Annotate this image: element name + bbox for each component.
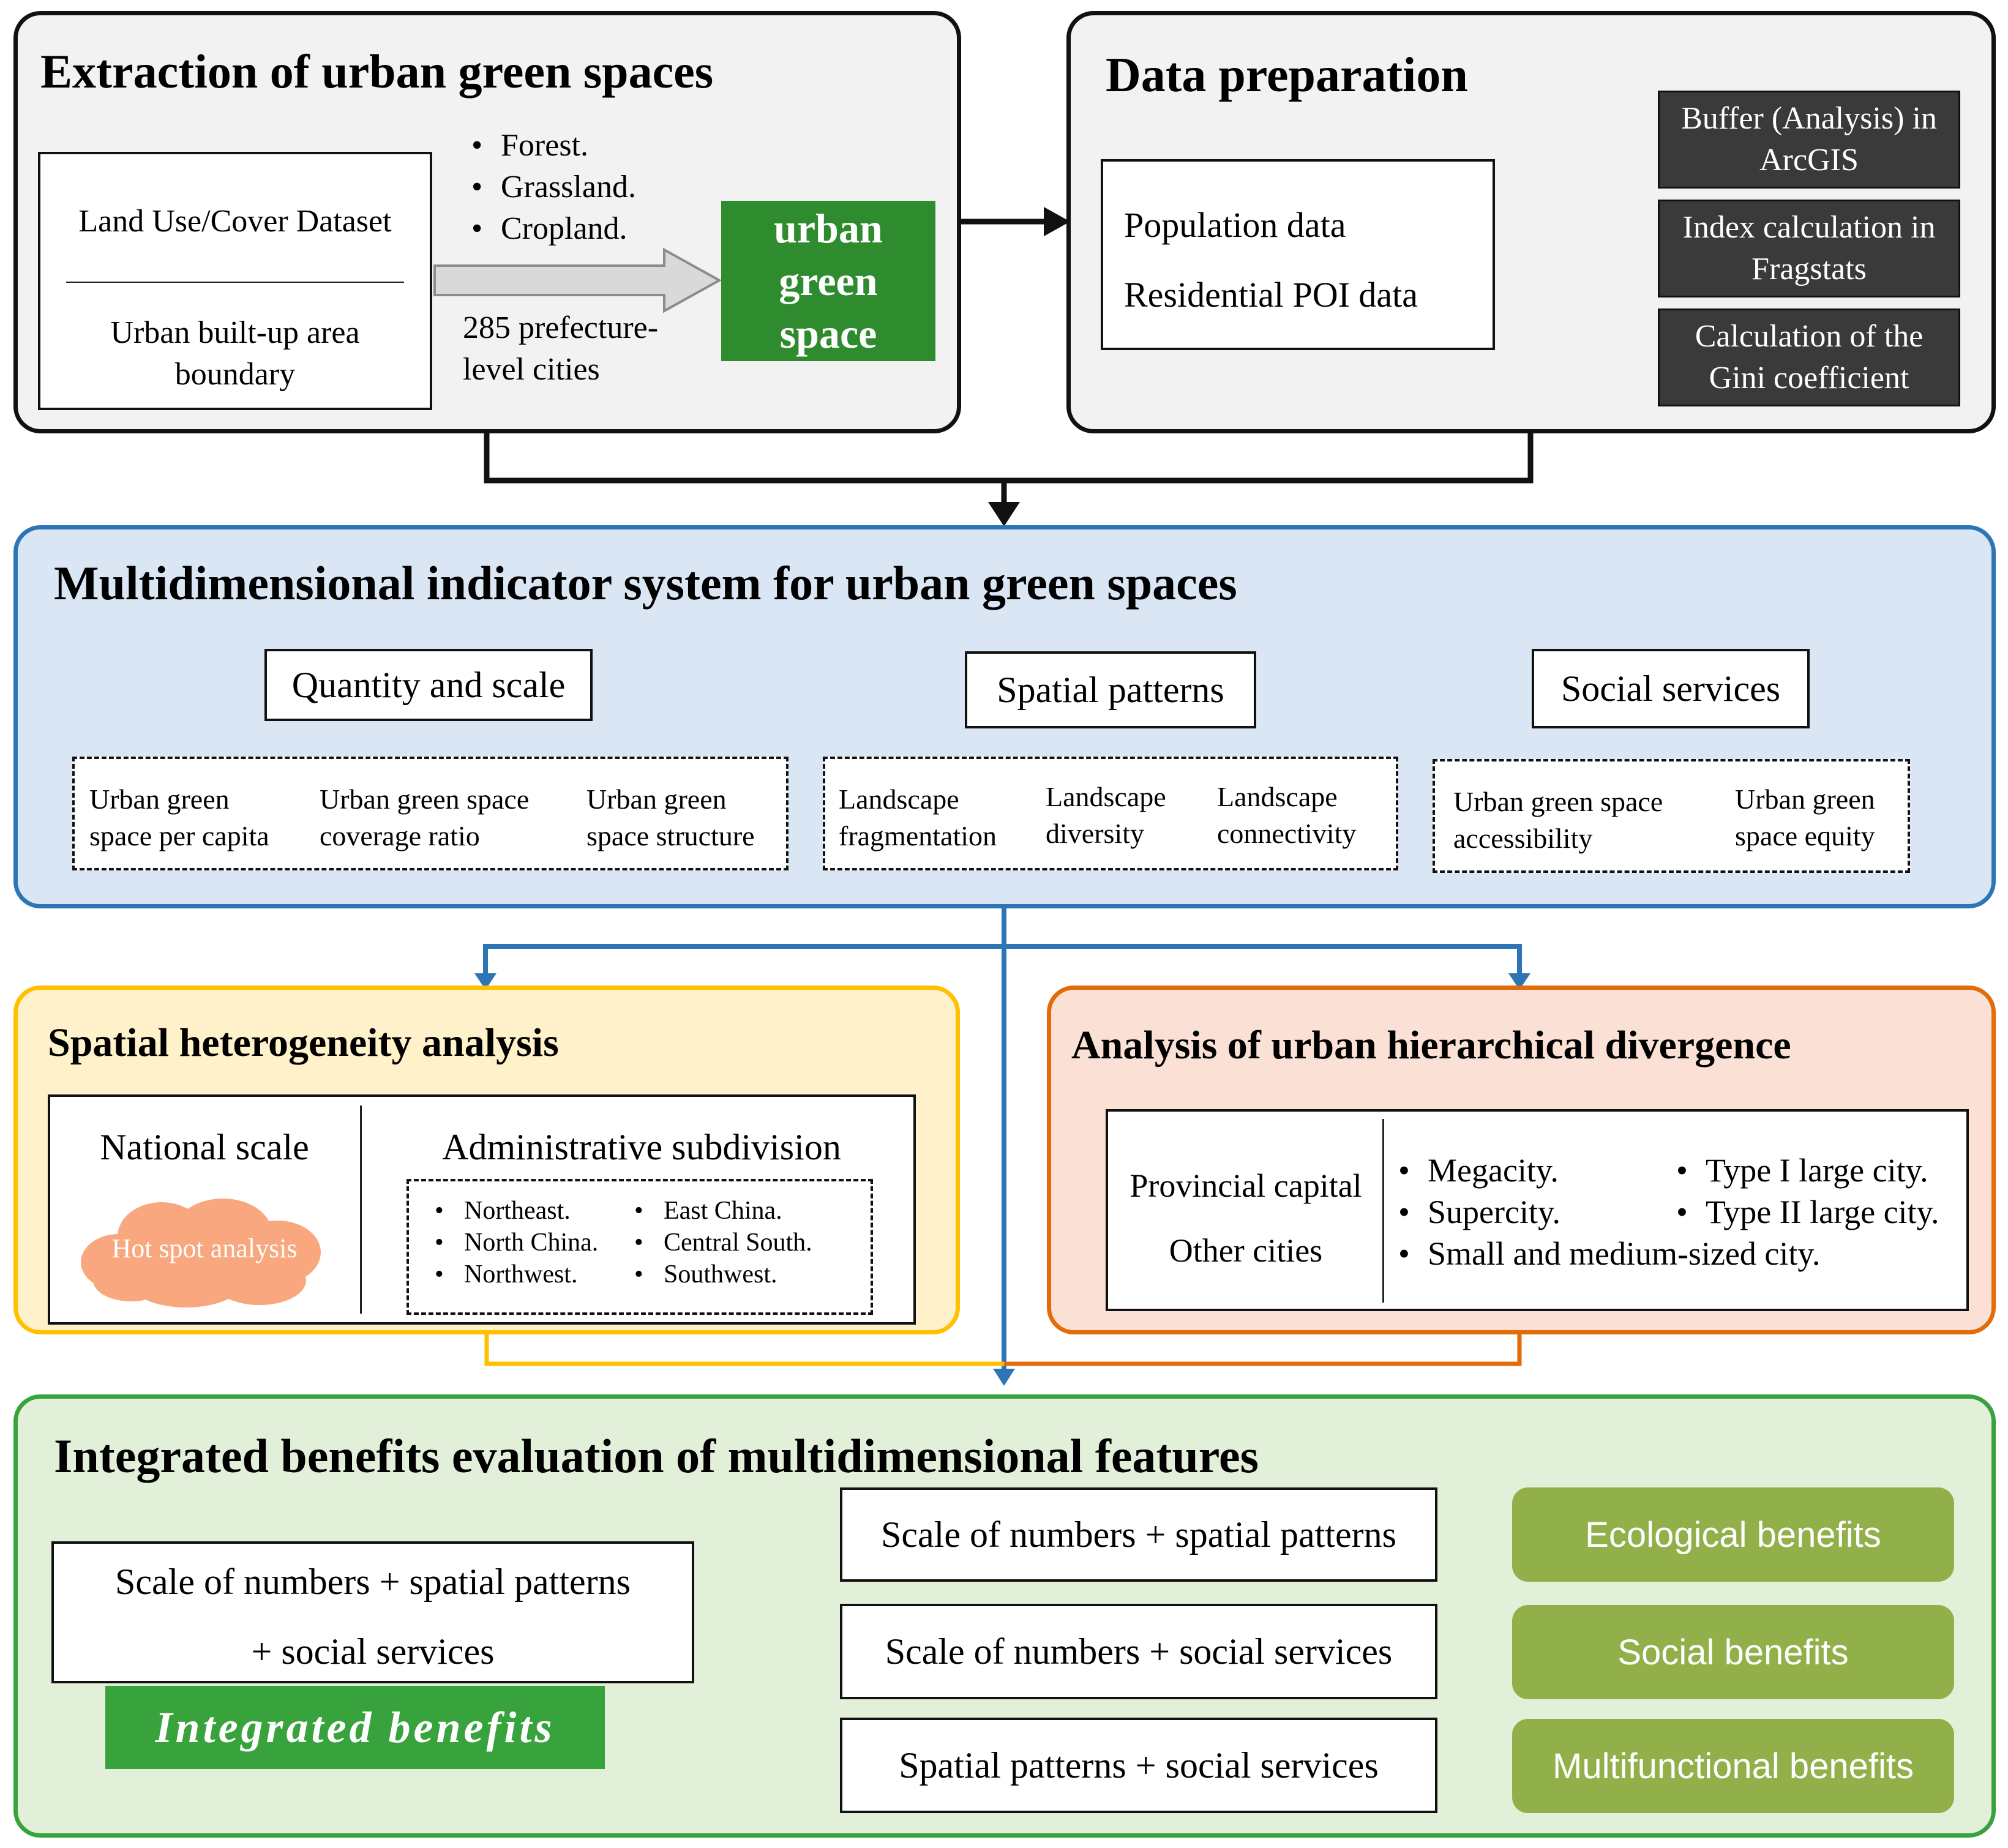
landcover-forest: Forest.: [471, 125, 636, 166]
integrated-benefits-label: Integrated benefits: [155, 1702, 555, 1752]
regions-list-right: East China. Central South. Southwest.: [634, 1195, 812, 1290]
region-north-china: North China.: [435, 1227, 598, 1259]
tool-fragstats: Index calculation in Fragstats: [1658, 200, 1960, 297]
dataset-box: Land Use/Cover Dataset Urban built-up ar…: [38, 152, 432, 410]
region-northwest: Northwest.: [435, 1259, 598, 1290]
dataset-divider: [66, 282, 404, 283]
indicator-coverage-ratio: Urban green space coverage ratio: [320, 784, 530, 851]
merge-line-top: [484, 433, 1534, 484]
boundary-label: Urban built-up area boundary: [110, 315, 360, 392]
urban-green-space-box: urban green space: [721, 201, 935, 361]
heterogeneity-content-box: National scale Hot spot analysis Adminis…: [48, 1094, 916, 1325]
admin-subdivision-label: Administrative subdivision: [442, 1127, 841, 1167]
tool-gini: Calculation of the Gini coefficient: [1658, 309, 1960, 406]
dimension-social-services: Social services: [1532, 649, 1810, 728]
city-type-large-1: Type I large city.: [1676, 1150, 1939, 1191]
dataset-label: Land Use/Cover Dataset: [78, 204, 392, 239]
dimension-quantity-scale: Quantity and scale: [264, 649, 593, 721]
indicator-green-structure: Urban green space structure: [586, 784, 755, 851]
arrowhead-dataprep: [1044, 207, 1070, 236]
arrowhead-heterogeneity: [474, 973, 496, 990]
indicator-equity: Urban green space equity: [1735, 784, 1875, 851]
regions-list-left: Northeast. North China. Northwest.: [435, 1195, 598, 1290]
region-northeast: Northeast.: [435, 1195, 598, 1227]
hierarchical-content-box: Provincial capital Other cities Megacity…: [1106, 1109, 1969, 1311]
landcover-cropland: Cropland.: [471, 208, 636, 250]
heterogeneity-title: Spatial heterogeneity analysis: [48, 1020, 559, 1065]
dataprep-title: Data preparation: [1106, 48, 1468, 102]
indicator-fragmentation: Landscape fragmentation: [839, 784, 997, 851]
benefit-ecological: Ecological benefits: [1512, 1487, 1954, 1582]
gray-arrow-extraction: [433, 247, 722, 313]
benefit-social: Social benefits: [1512, 1605, 1954, 1699]
regions-box: Northeast. North China. Northwest. East …: [406, 1179, 873, 1315]
combo-scale-spatial: Scale of numbers + spatial patterns: [840, 1487, 1437, 1582]
quantity-indicators-box: Urban green space per capita Urban green…: [72, 757, 789, 870]
region-east-china: East China.: [634, 1195, 812, 1227]
region-central-south: Central South.: [634, 1227, 812, 1259]
national-scale-label: National scale: [100, 1127, 309, 1167]
group-other-cities: Other cities: [1169, 1232, 1323, 1269]
region-southwest: Southwest.: [634, 1259, 812, 1290]
hierarchical-title: Analysis of urban hierarchical divergenc…: [1071, 1023, 1791, 1068]
city-type-supercity: Supercity.: [1398, 1191, 1820, 1233]
indicator-system-title: Multidimensional indicator system for ur…: [54, 556, 1237, 610]
heterogeneity-divider: [360, 1105, 362, 1314]
city-types-left: Megacity. Supercity. Small and medium-si…: [1398, 1150, 1820, 1274]
landcover-grassland: Grassland.: [471, 166, 636, 208]
indicator-green-per-capita: Urban green space per capita: [89, 784, 269, 851]
integrated-benefits-box: Integrated benefits: [105, 1686, 605, 1769]
population-data-label: Population data: [1124, 205, 1346, 245]
indicator-accessibility: Urban green space accessibility: [1453, 786, 1663, 854]
residential-poi-label: Residential POI data: [1124, 275, 1418, 315]
combined-line-2: + social services: [251, 1631, 495, 1672]
landcover-list: Forest. Grassland. Cropland.: [471, 125, 636, 250]
city-type-small-medium: Small and medium-sized city.: [1398, 1233, 1820, 1274]
combo-spatial-social: Spatial patterns + social services: [840, 1718, 1437, 1813]
arrowhead-hierarchical: [1508, 973, 1530, 990]
dimension-spatial-patterns: Spatial patterns: [965, 651, 1256, 728]
orange-merge: [1004, 1334, 1522, 1366]
dataprep-input-box: Population data Residential POI data: [1101, 159, 1495, 350]
urban-green-space-label: urban green space: [774, 205, 883, 357]
hierarchical-divider: [1382, 1119, 1384, 1303]
city-type-large-2: Type II large city.: [1676, 1191, 1939, 1233]
blue-branch: [483, 944, 1522, 979]
social-indicators-box: Urban green space accessibility Urban gr…: [1433, 759, 1910, 873]
hotspot-label: Hot spot analysis: [111, 1233, 298, 1263]
yellow-merge: [484, 1334, 1004, 1366]
combined-box: Scale of numbers + spatial patterns + so…: [51, 1541, 694, 1683]
tool-buffer-arcgis: Buffer (Analysis) in ArcGIS: [1658, 91, 1960, 189]
indicator-diversity: Landscape diversity: [1046, 781, 1166, 849]
extraction-title: Extraction of urban green spaces: [40, 45, 714, 98]
integrated-title: Integrated benefits evaluation of multid…: [54, 1429, 1259, 1483]
hotspot-cloud: [81, 1199, 321, 1307]
arrowhead-indicator-system: [988, 502, 1020, 526]
spatial-indicators-box: Landscape fragmentation Landscape divers…: [823, 757, 1398, 870]
benefit-multifunctional: Multifunctional benefits: [1512, 1719, 1954, 1813]
cities-label: 285 prefecture-level cities: [463, 310, 659, 387]
combo-scale-social: Scale of numbers + social services: [840, 1604, 1437, 1699]
indicator-connectivity: Landscape connectivity: [1217, 781, 1357, 849]
group-provincial-capital: Provincial capital: [1130, 1167, 1362, 1204]
combined-line-1: Scale of numbers + spatial patterns: [115, 1562, 631, 1602]
arrowhead-integrated: [993, 1369, 1015, 1386]
city-type-megacity: Megacity.: [1398, 1150, 1820, 1191]
city-types-right: Type I large city. Type II large city.: [1676, 1150, 1939, 1233]
